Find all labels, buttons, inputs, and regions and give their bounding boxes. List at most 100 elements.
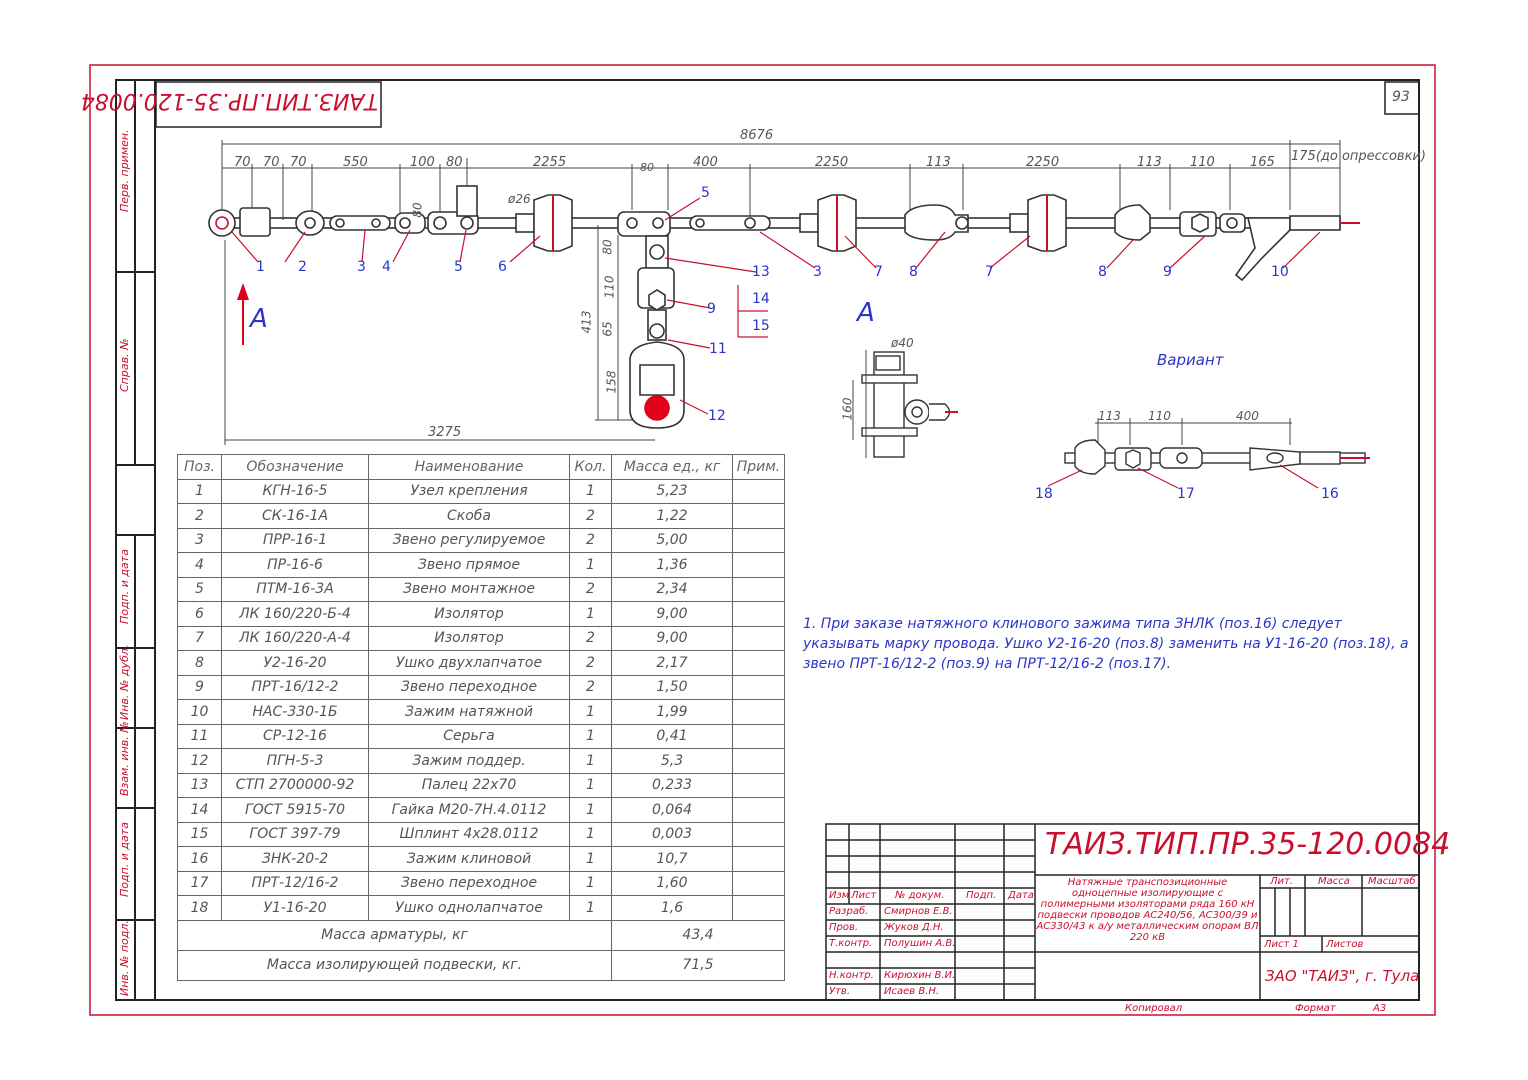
- tb-col-podp: Подп.: [966, 890, 997, 901]
- sheet-number: 93: [1392, 89, 1410, 105]
- callout-6: 6: [498, 259, 507, 275]
- cell-qty: 2: [569, 650, 612, 676]
- mass-fittings-value: 43,4: [611, 919, 785, 951]
- cell-name: Шплинт 4х28.0112: [368, 821, 570, 847]
- col-header-mass: Масса ед., кг: [611, 454, 733, 480]
- cell-qty: 2: [569, 527, 612, 553]
- tb-format-value: А3: [1373, 1003, 1387, 1014]
- dim-70b: 70: [263, 155, 280, 170]
- cell-pos: 15: [177, 821, 222, 847]
- cell-pos: 13: [177, 772, 222, 798]
- cell-designation: У1-16-20: [221, 895, 369, 921]
- callout-8: 8: [909, 264, 918, 280]
- dim-550: 550: [343, 155, 368, 170]
- view-a-label: A: [857, 298, 875, 328]
- callout-13: 13: [752, 264, 770, 280]
- dim-3275: 3275: [428, 425, 462, 440]
- arrow-a-label: A: [250, 304, 268, 334]
- cell-designation: ЛК 160/220-Б-4: [221, 601, 369, 627]
- cell-note: [732, 503, 785, 529]
- tb-prov-role: Пров.: [829, 922, 859, 933]
- cell-pos: 7: [177, 625, 222, 651]
- tb-masshtab: Масштаб: [1368, 876, 1416, 887]
- cell-name: Звено переходное: [368, 674, 570, 700]
- tb-razrab-role: Разраб.: [829, 906, 869, 917]
- cell-pos: 2: [177, 503, 222, 529]
- cell-note: [732, 674, 785, 700]
- dim-113b: 113: [1137, 155, 1162, 170]
- col-header-pos: Поз.: [177, 454, 222, 480]
- cell-name: Ушко однолапчатое: [368, 895, 570, 921]
- cell-qty: 2: [569, 576, 612, 602]
- callout-5: 5: [454, 259, 463, 275]
- tb-company: ЗАО "ТАИЗ", г. Тула: [1265, 967, 1420, 985]
- callout-17: 17: [1177, 486, 1195, 502]
- cell-qty: 1: [569, 478, 612, 504]
- callout-3: 3: [357, 259, 366, 275]
- cell-pos: 6: [177, 601, 222, 627]
- tb-sheet: Лист 1: [1264, 939, 1299, 950]
- cell-name: Звено переходное: [368, 870, 570, 896]
- tb-utv-name: Исаев В.Н.: [884, 986, 940, 997]
- callout-5b: 5: [701, 185, 710, 201]
- dim-400: 400: [693, 155, 718, 170]
- cell-mass: 0,064: [611, 797, 733, 823]
- tb-col-ndokum: № докум.: [895, 890, 945, 901]
- cell-name: Зажим натяжной: [368, 699, 570, 725]
- cell-mass: 5,00: [611, 527, 733, 553]
- callout-2: 2: [298, 259, 307, 275]
- tb-tkontr-name: Полушин А.В.: [884, 938, 956, 949]
- cell-pos: 14: [177, 797, 222, 823]
- tb-utv-role: Утв.: [829, 986, 850, 997]
- cell-mass: 2,17: [611, 650, 733, 676]
- cell-name: Серьга: [368, 723, 570, 749]
- tb-lit: Лит.: [1270, 876, 1294, 887]
- tb-format-label: Формат: [1295, 1003, 1336, 1014]
- tb-prov-name: Жуков Д.Н.: [884, 922, 944, 933]
- cell-mass: 1,60: [611, 870, 733, 896]
- dim-80b: 80: [640, 161, 654, 174]
- cell-name: Узел крепления: [368, 478, 570, 504]
- mass-fittings-label: Масса арматуры, кг: [177, 919, 612, 951]
- cell-designation: У2-16-20: [221, 650, 369, 676]
- callout-3b: 3: [813, 264, 822, 280]
- tb-kopiroval: Копировал: [1125, 1003, 1183, 1014]
- cell-designation: ПРТ-12/16-2: [221, 870, 369, 896]
- title-description: Натяжные транспозиционные одноцепные изо…: [1036, 877, 1259, 943]
- col-header-name: Наименование: [368, 454, 570, 480]
- callout-7: 7: [874, 264, 883, 280]
- cell-mass: 0,41: [611, 723, 733, 749]
- bom-table: Поз. Обозначение Наименование Кол. Масса…: [177, 454, 785, 981]
- tb-col-izm: Изм: [829, 890, 850, 901]
- cell-pos: 18: [177, 895, 222, 921]
- callout-16: 16: [1321, 486, 1339, 502]
- cell-pos: 16: [177, 846, 222, 872]
- cell-designation: СТП 2700000-92: [221, 772, 369, 798]
- cell-name: Зажим клиновой: [368, 846, 570, 872]
- cell-note: [732, 846, 785, 872]
- cell-mass: 0,003: [611, 821, 733, 847]
- dim-110: 110: [1190, 155, 1215, 170]
- cell-pos: 3: [177, 527, 222, 553]
- mass-string-row: Масса изолирующей подвески, кг. 71,5: [177, 949, 785, 981]
- variant-title: Вариант: [1157, 351, 1224, 369]
- cell-designation: ПГН-5-3: [221, 748, 369, 774]
- variant-d113: 113: [1098, 409, 1121, 423]
- table-header-row: Поз. Обозначение Наименование Кол. Масса…: [177, 454, 785, 480]
- cell-name: Звено монтажное: [368, 576, 570, 602]
- cell-pos: 12: [177, 748, 222, 774]
- cell-qty: 1: [569, 870, 612, 896]
- mass-string-label: Масса изолирующей подвески, кг.: [177, 949, 612, 981]
- dim-total: 8676: [740, 128, 774, 143]
- variant-d110: 110: [1148, 409, 1171, 423]
